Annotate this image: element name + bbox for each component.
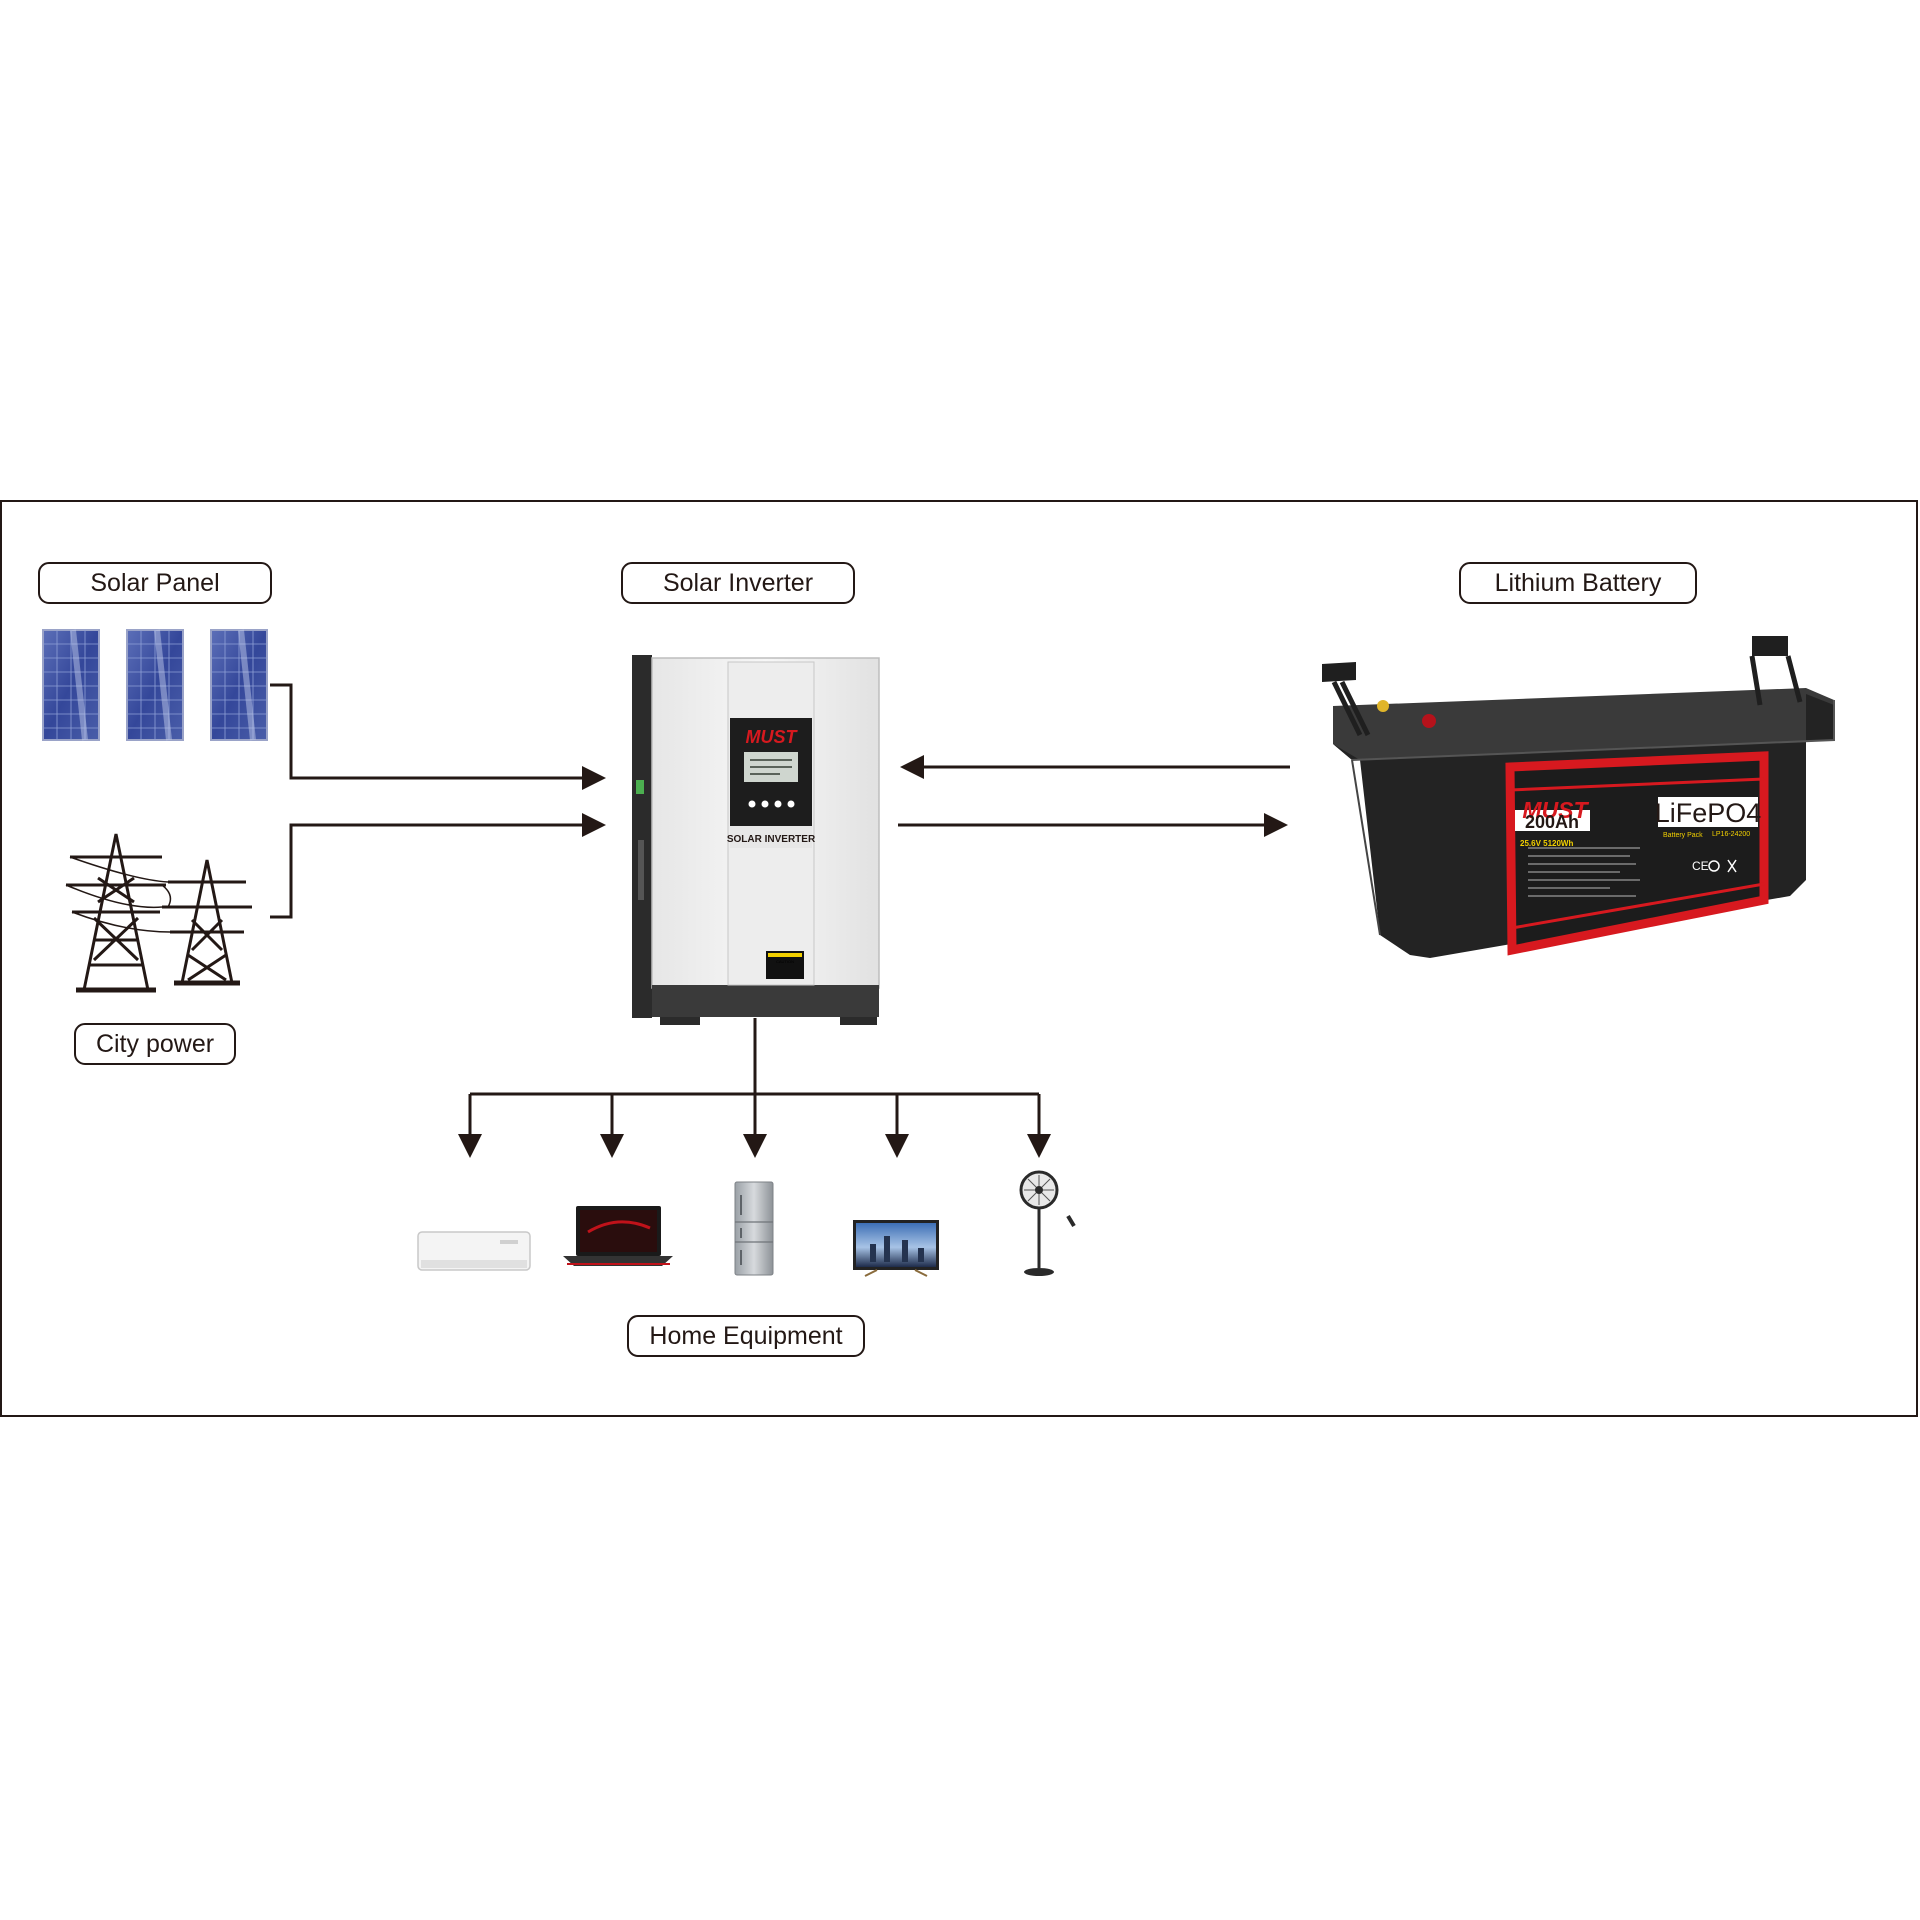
battery-pack-label: Battery Pack	[1663, 832, 1703, 839]
refrigerator-icon	[734, 1181, 774, 1276]
solar-to-inverter-arrow	[270, 683, 606, 790]
television-icon	[853, 1220, 939, 1277]
solar-inverter-label: Solar Inverter	[621, 562, 855, 604]
inverter-brand: MUST	[746, 727, 799, 747]
lithium-battery-icon	[1322, 636, 1835, 958]
solar-inverter-icon	[632, 655, 880, 1025]
connection-lines	[270, 683, 1290, 1158]
battery-chemistry: LiFePO4	[1655, 798, 1762, 828]
lithium-battery-label: Lithium Battery	[1459, 562, 1697, 604]
battery-brand: MUST	[1522, 797, 1589, 823]
power-tower-icon	[65, 833, 252, 993]
home-equipment-label: Home Equipment	[627, 1315, 865, 1357]
inverter-caution-sticker: CAUTION	[776, 959, 794, 964]
solar-panel-icon	[42, 629, 268, 741]
diagram-frame	[0, 500, 1918, 1417]
battery-ce-mark: CE	[1692, 859, 1709, 873]
battery-spec: 25.6V 5120Wh	[1520, 839, 1573, 848]
grid-to-inverter-arrow	[270, 813, 606, 919]
standing-fan-icon	[1019, 1170, 1076, 1276]
solar-panel-label: Solar Panel	[38, 562, 272, 604]
battery-capacity: 200Ah	[1525, 812, 1579, 832]
inverter-model-text: SOLAR INVERTER	[727, 834, 816, 845]
city-power-label: City power	[74, 1023, 236, 1065]
battery-model: LP16-24200	[1712, 831, 1750, 838]
laptop-icon	[563, 1206, 673, 1266]
air-conditioner-icon	[417, 1231, 531, 1271]
